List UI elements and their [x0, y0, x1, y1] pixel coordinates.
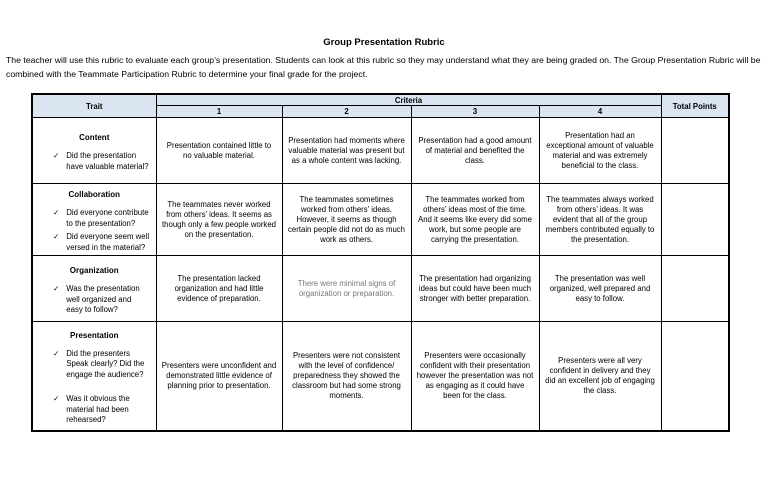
check-icon: ✓: [53, 151, 60, 161]
total-points-cell: [660, 255, 730, 323]
level-header-3: 3: [410, 105, 540, 119]
criteria-cell: The presentation had organizing ideas bu…: [410, 255, 540, 323]
trait-item-label: Was the presentation well organized and …: [66, 284, 140, 315]
criteria-cell: There were minimal signs of organization…: [281, 255, 412, 323]
trait-checklist-item: ✓ Was the presentation well organized an…: [33, 284, 155, 316]
criteria-cell: The presentation was well organized, wel…: [538, 255, 662, 323]
trait-checklist-item: ✓ Did the presenters Speak clearly? Did …: [33, 348, 155, 381]
trait-item-label: Did everyone seem well versed in the mat…: [66, 232, 150, 252]
trait-checklist: ✓ Did the presenters Speak clearly? Did …: [33, 348, 155, 426]
table-row-presentation: Presentation ✓ Did the presenters Speak …: [31, 321, 730, 432]
trait-item-label: Was it obvious the material had been reh…: [66, 394, 130, 425]
trait-title: Content: [79, 133, 110, 143]
criteria-cell: Presenters were not consistent with the …: [281, 321, 412, 432]
criteria-cell: Presentation contained little to no valu…: [155, 117, 283, 185]
total-points-cell: [660, 183, 730, 257]
level-header-4: 4: [538, 105, 662, 119]
trait-checklist-item: ✓ Did everyone contribute to the present…: [33, 208, 155, 229]
criteria-cell: The teammates always worked from others’…: [538, 183, 662, 257]
table-row-collaboration: Collaboration ✓ Did everyone contribute …: [31, 183, 730, 257]
total-points-header-cell: Total Points: [660, 93, 730, 119]
trait-item-label: Did the presentation have valuable mater…: [66, 151, 149, 171]
document-page: Group Presentation Rubric The teacher wi…: [6, 37, 761, 432]
intro-paragraph: The teacher will use this rubric to eval…: [6, 55, 761, 79]
trait-cell: Presentation ✓ Did the presenters Speak …: [31, 321, 157, 432]
trait-title: Collaboration: [68, 190, 121, 200]
trait-checklist-item: ✓ Did the presentation have valuable mat…: [33, 151, 155, 172]
check-icon: ✓: [53, 348, 60, 358]
trait-checklist-item: ✓ Was it obvious the material had been r…: [33, 394, 155, 426]
trait-title: Presentation: [70, 330, 119, 340]
criteria-cell: Presenters were occasionally confident w…: [410, 321, 540, 432]
total-points-cell: [660, 321, 730, 432]
criteria-header-cell: Criteria: [155, 93, 662, 107]
level-header-1: 1: [155, 105, 283, 119]
criteria-cell: Presentation had a good amount of materi…: [410, 117, 540, 185]
criteria-cell: The teammates sometimes worked from othe…: [281, 183, 412, 257]
table-row-organization: Organization ✓ Was the presentation well…: [31, 255, 730, 323]
criteria-cell: Presenters were all very confident in de…: [538, 321, 662, 432]
page-title: Group Presentation Rubric: [323, 37, 445, 48]
trait-item-label: Did everyone contribute to the presentat…: [66, 208, 149, 228]
trait-cell: Content ✓ Did the presentation have valu…: [31, 117, 157, 185]
trait-checklist: ✓ Did the presentation have valuable mat…: [33, 151, 155, 172]
level-header-2: 2: [281, 105, 412, 119]
trait-checklist: ✓ Did everyone contribute to the present…: [33, 208, 155, 253]
criteria-cell: Presentation had moments where valuable …: [281, 117, 412, 185]
trait-cell: Organization ✓ Was the presentation well…: [31, 255, 157, 323]
trait-item-label: Did the presenters Speak clearly? Did th…: [66, 348, 145, 379]
total-points-cell: [660, 117, 730, 185]
criteria-cell: The teammates never worked from others’ …: [155, 183, 283, 257]
rubric-table: Trait Criteria Total Points 1 2 3 4 Cont…: [31, 92, 730, 432]
check-icon: ✓: [53, 394, 60, 404]
trait-checklist-item: ✓ Did everyone seem well versed in the m…: [33, 232, 155, 253]
table-row-content: Content ✓ Did the presentation have valu…: [31, 117, 730, 185]
criteria-cell: Presentation had an exceptional amount o…: [538, 117, 662, 185]
criteria-cell: The presentation lacked organization and…: [155, 255, 283, 323]
trait-title: Organization: [69, 266, 119, 276]
trait-cell: Collaboration ✓ Did everyone contribute …: [31, 183, 157, 257]
trait-checklist: ✓ Was the presentation well organized an…: [33, 284, 155, 316]
trait-header-cell: Trait: [31, 93, 157, 119]
check-icon: ✓: [53, 232, 60, 242]
check-icon: ✓: [53, 284, 60, 294]
check-icon: ✓: [53, 208, 60, 218]
criteria-cell: The teammates worked from others’ ideas …: [410, 183, 540, 257]
criteria-cell: Presenters were unconfident and demonstr…: [155, 321, 283, 432]
